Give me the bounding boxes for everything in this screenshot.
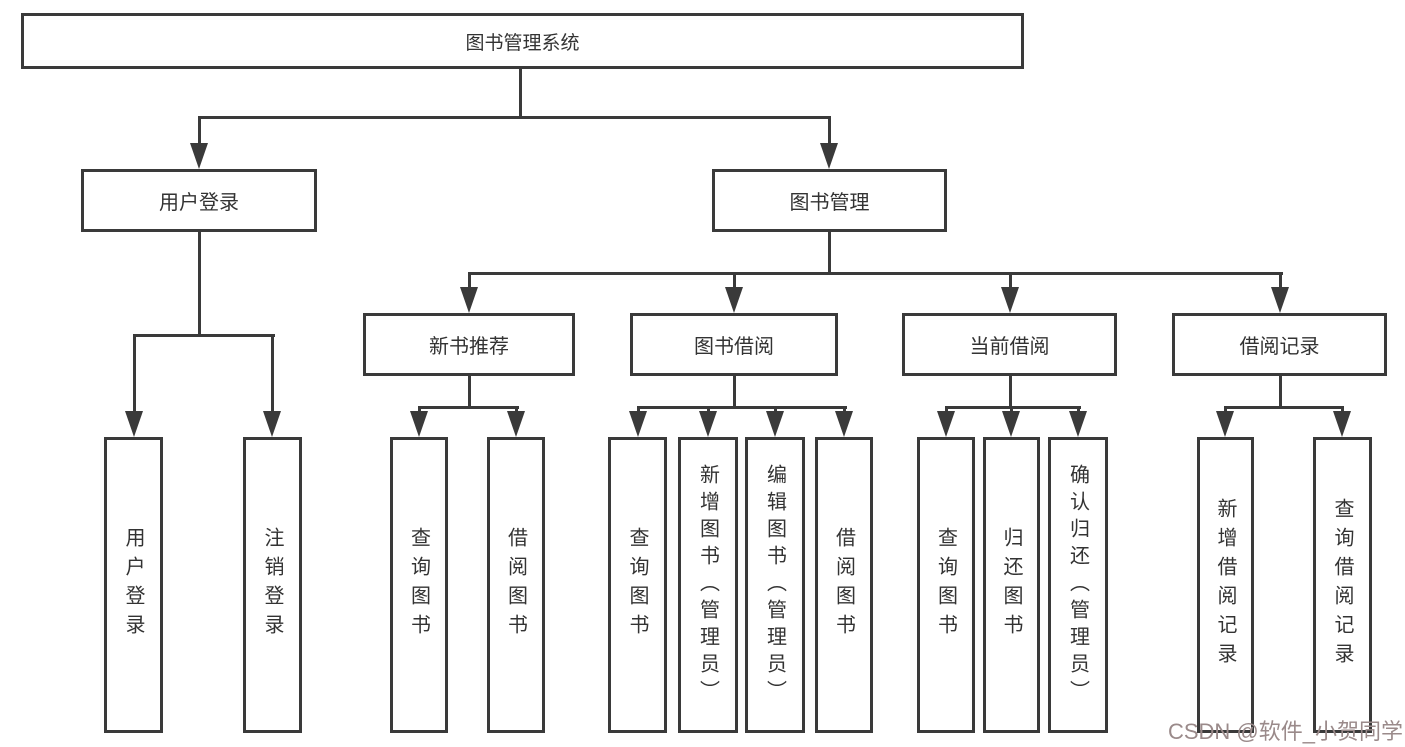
connector-line (271, 335, 274, 413)
arrowhead-down-icon (1002, 411, 1020, 437)
arrowhead-down-icon (835, 411, 853, 437)
connector-line (418, 406, 519, 409)
node-leaf-add-book-admin: 新增图书（管理员） (678, 437, 738, 733)
node-label: 借阅图书 (504, 527, 527, 643)
node-label: 注销登录 (261, 527, 283, 643)
arrowhead-down-icon (820, 143, 838, 169)
node-label: 借阅图书 (832, 527, 855, 643)
connector-line (198, 117, 201, 145)
node-current-borrow: 当前借阅 (902, 313, 1117, 376)
node-leaf-current-query-book: 查询图书 (917, 437, 975, 733)
arrowhead-down-icon (190, 143, 208, 169)
node-leaf-borrow-book: 借阅图书 (815, 437, 873, 733)
connector-line (1224, 407, 1227, 413)
node-label: 编辑图书（管理员） (763, 463, 786, 707)
node-label: 图书管理 (789, 192, 870, 214)
connector-line (843, 407, 846, 413)
node-label: 借阅记录 (1239, 336, 1320, 358)
node-leaf-user-login: 用户登录 (104, 437, 163, 733)
node-leaf-recommend-query-book: 查询图书 (390, 437, 448, 733)
connector-line (1279, 376, 1282, 407)
arrowhead-down-icon (507, 411, 525, 437)
connector-line (1009, 273, 1012, 289)
node-leaf-add-borrow-record: 新增借阅记录 (1197, 437, 1254, 733)
arrowhead-down-icon (629, 411, 647, 437)
arrowhead-down-icon (1001, 287, 1019, 313)
node-leaf-borrow-query-book: 查询图书 (608, 437, 667, 733)
connector-line (198, 232, 201, 335)
node-label: 归还图书 (1000, 527, 1022, 643)
arrowhead-down-icon (1216, 411, 1234, 437)
node-borrow-record: 借阅记录 (1172, 313, 1387, 376)
connector-line (707, 407, 710, 413)
connector-line (828, 232, 831, 273)
connector-line (468, 272, 1283, 275)
node-label: 查询图书 (934, 527, 957, 643)
node-leaf-query-borrow-record: 查询借阅记录 (1313, 437, 1372, 733)
node-leaf-confirm-return-admin: 确认归还（管理员） (1048, 437, 1108, 733)
connector-line (133, 335, 136, 413)
arrowhead-down-icon (410, 411, 428, 437)
connector-line (945, 407, 948, 413)
arrowhead-down-icon (125, 411, 143, 437)
arrowhead-down-icon (699, 411, 717, 437)
arrowhead-down-icon (937, 411, 955, 437)
connector-line (637, 407, 640, 413)
connector-line (133, 334, 275, 337)
node-user-login: 用户登录 (81, 169, 317, 232)
connector-line (198, 116, 831, 119)
connector-line (468, 273, 471, 289)
node-label: 用户登录 (159, 192, 239, 214)
connector-line (1009, 376, 1012, 407)
node-label: 当前借阅 (969, 336, 1050, 358)
connector-line (733, 376, 736, 407)
node-leaf-recommend-borrow-book: 借阅图书 (487, 437, 545, 733)
connector-line (1010, 407, 1013, 413)
watermark: CSDN @软件_小贺同学 (1167, 719, 1403, 744)
arrowhead-down-icon (1069, 411, 1087, 437)
node-label: 图书管理系统 (465, 32, 580, 54)
node-book-management: 图书管理 (712, 169, 947, 232)
node-leaf-logout: 注销登录 (243, 437, 302, 733)
arrowhead-down-icon (1271, 287, 1289, 313)
node-label: 查询图书 (626, 527, 648, 643)
node-new-book-recommend: 新书推荐 (363, 313, 575, 376)
arrowhead-down-icon (460, 287, 478, 313)
connector-line (774, 407, 777, 413)
node-book-borrow: 图书借阅 (630, 313, 838, 376)
connector-line (1341, 407, 1344, 413)
connector-line (733, 273, 736, 289)
arrowhead-down-icon (766, 411, 784, 437)
connector-line (945, 406, 1081, 409)
connector-line (519, 69, 522, 117)
node-label: 新书推荐 (429, 336, 509, 358)
arrowhead-down-icon (725, 287, 743, 313)
node-label: 新增借阅记录 (1214, 498, 1236, 672)
node-label: 用户登录 (122, 527, 144, 643)
arrowhead-down-icon (263, 411, 281, 437)
node-label: 确认归还（管理员） (1066, 463, 1089, 707)
node-label: 新增图书（管理员） (696, 463, 719, 707)
connector-line (828, 117, 831, 145)
node-label: 图书借阅 (694, 336, 774, 358)
connector-line (637, 406, 847, 409)
node-leaf-edit-book-admin: 编辑图书（管理员） (745, 437, 805, 733)
connector-line (468, 376, 471, 407)
arrowhead-down-icon (1333, 411, 1351, 437)
connector-line (1077, 407, 1080, 413)
node-library-management-system: 图书管理系统 (21, 13, 1024, 69)
connector-line (515, 407, 518, 413)
connector-line (1224, 406, 1344, 409)
node-leaf-return-book: 归还图书 (983, 437, 1040, 733)
connector-line (1279, 273, 1282, 289)
node-label: 查询图书 (407, 527, 430, 643)
node-label: 查询借阅记录 (1331, 498, 1353, 672)
connector-line (418, 407, 421, 413)
